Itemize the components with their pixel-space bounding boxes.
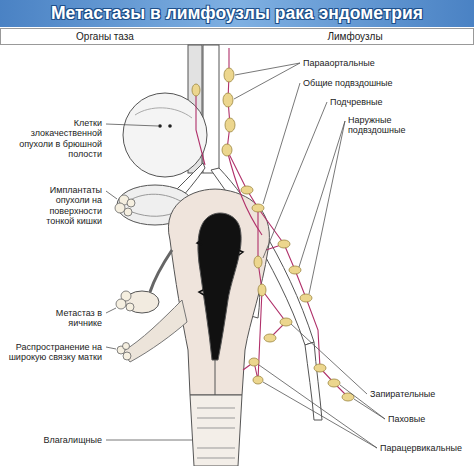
lymph-node	[328, 379, 340, 387]
lymph-node	[264, 334, 276, 342]
leader-line	[259, 365, 377, 448]
leader-line	[263, 382, 377, 448]
title: Метастазы в лимфоузлы рака эндометрия	[0, 2, 474, 25]
lymph-node-label: Парааортальные	[303, 58, 375, 68]
lymph-vessels	[284, 244, 348, 397]
lymph-node	[300, 294, 312, 302]
header-strip	[1, 29, 474, 45]
organ-label: Влагалищные	[2, 435, 102, 445]
organ-label: Клетки злокачественной опухоли в брюшной…	[2, 118, 102, 159]
fallopian-tube	[150, 250, 172, 292]
tumor-implant	[115, 203, 125, 213]
broad-ligament	[117, 300, 187, 362]
broad-ligament	[117, 343, 131, 361]
lymph-vessels	[258, 208, 286, 338]
broad-ligament	[123, 343, 130, 350]
tumor-implant	[127, 199, 135, 207]
uterus	[197, 240, 243, 295]
leader-line	[106, 347, 116, 349]
broad-ligament	[123, 352, 131, 360]
lymph-vessels	[196, 48, 348, 397]
tumor-implant	[124, 208, 132, 216]
title-banner	[0, 0, 474, 27]
peritoneal-cavity	[123, 93, 207, 177]
title-banner	[0, 0, 474, 27]
lymph-node	[280, 318, 292, 326]
lymph-vessels	[227, 48, 284, 244]
ovarian-metastasis	[126, 303, 134, 311]
lymph-node	[314, 364, 326, 372]
leader-line	[291, 324, 367, 394]
peritoneal-cavity	[135, 108, 192, 118]
lymph-vessels	[243, 290, 262, 380]
lymph-node	[192, 68, 354, 401]
peritoneal-cavity	[168, 124, 172, 128]
blood-vessels	[168, 45, 322, 420]
vagina	[190, 395, 242, 466]
leader-line	[235, 63, 300, 75]
uterus	[168, 189, 269, 395]
lymph-node	[258, 284, 266, 296]
peritoneal-cavity	[123, 93, 207, 177]
leader-line	[263, 83, 300, 204]
leader-line	[106, 440, 192, 441]
leader-line	[234, 63, 300, 99]
lymph-node	[241, 186, 253, 194]
lymph-node	[253, 376, 263, 384]
lymph-node	[289, 266, 301, 274]
small-intestine	[130, 194, 182, 202]
vagina	[190, 395, 242, 466]
lymph-node	[249, 358, 259, 366]
lymph-node	[224, 68, 234, 82]
column-heading: Лимфоузлы	[305, 31, 405, 43]
header-strip	[1, 29, 474, 45]
lymph-node	[252, 204, 264, 212]
lymph-node	[222, 144, 232, 156]
lymph-node-label: Наружные подвздошные	[348, 115, 418, 136]
leader-line	[354, 399, 385, 419]
lymph-node	[192, 84, 200, 96]
broad-ligament	[122, 300, 187, 362]
fallopian-tube	[150, 250, 172, 292]
column-heading: Органы таза	[55, 31, 155, 43]
leader-line	[309, 121, 345, 294]
lymph-node-label: Подчревные	[330, 97, 382, 107]
organ-label: Имплантаты опухоли на поверхности тонкой…	[40, 185, 102, 226]
lymph-vessels	[227, 150, 262, 235]
lymph-node-label: Общие подвздошные	[303, 78, 393, 88]
uterus	[215, 360, 216, 395]
lymph-node-label: Паховые	[388, 414, 425, 424]
lymph-node	[225, 118, 235, 132]
blood-vessels	[203, 45, 219, 173]
leader-line	[106, 124, 158, 126]
lymph-node	[254, 256, 262, 268]
lymph-node	[278, 240, 290, 248]
leader-line	[106, 308, 116, 313]
uterus	[198, 213, 241, 360]
ovarian-metastasis	[116, 291, 134, 311]
lymph-node	[223, 93, 233, 107]
peritoneal-cavity	[158, 124, 162, 128]
uterus	[168, 189, 269, 395]
organ-label: Метастаз в яичнике	[42, 308, 102, 329]
lymph-node-label: Запирательные	[370, 389, 435, 399]
tumor-implant	[115, 195, 135, 216]
lymph-node-label: Парацервикальные	[380, 443, 462, 453]
vagina	[197, 408, 235, 458]
leader-line	[299, 121, 345, 267]
ovarian-metastasis	[116, 299, 126, 309]
leader-line	[106, 63, 385, 448]
lymph-vessels	[196, 90, 205, 165]
leader-line	[263, 102, 327, 258]
leader-line	[106, 191, 117, 199]
organ-label: Распространение на широкую связку матки	[2, 342, 102, 363]
